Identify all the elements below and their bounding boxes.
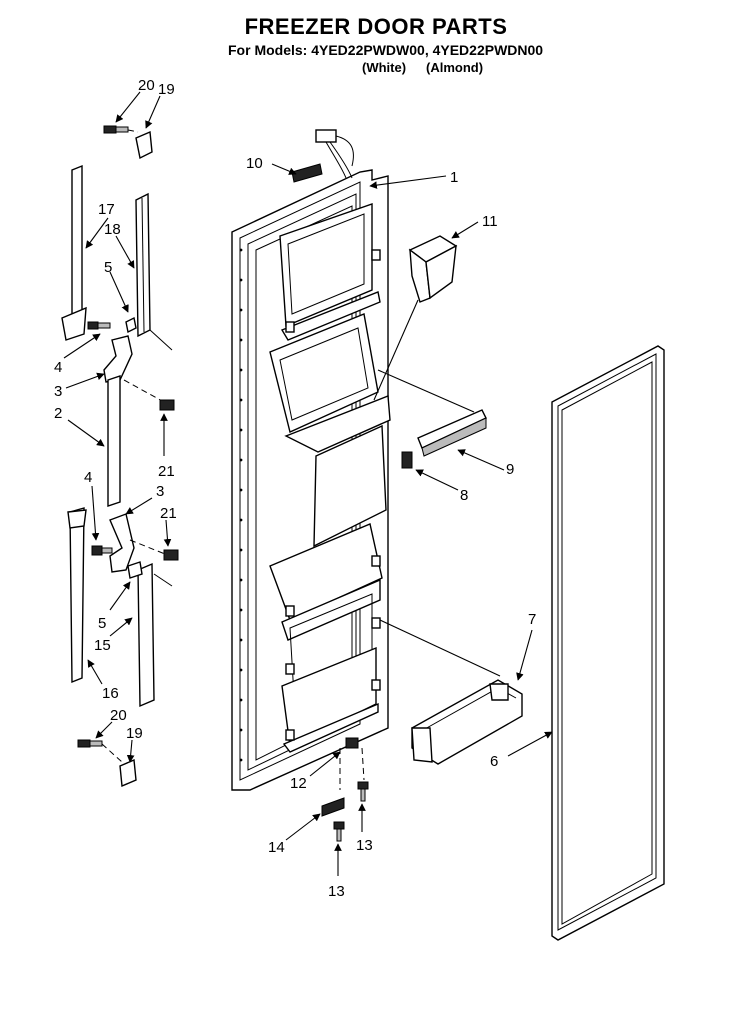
part-10-label-sticker — [291, 163, 323, 183]
callout-3-upper: 3 — [54, 383, 62, 400]
callout-6: 6 — [490, 753, 498, 770]
variant-white: (White) — [362, 60, 407, 75]
callout-8: 8 — [460, 487, 468, 504]
callout-11: 11 — [482, 213, 498, 230]
callout-5-lower: 5 — [98, 615, 106, 632]
callout-leaders — [63, 91, 553, 876]
callout-2: 2 — [54, 405, 62, 422]
door-liner — [231, 169, 391, 791]
callout-12: 12 — [290, 775, 307, 792]
part-7-door-bin — [379, 619, 523, 765]
callout-17: 17 — [98, 201, 115, 218]
callout-19-bottom: 19 — [126, 725, 143, 742]
screw-13-upper — [357, 781, 369, 802]
callout-10: 10 — [246, 155, 263, 172]
part-8-clip — [401, 451, 413, 469]
part-11-dispenser-chute — [373, 235, 458, 401]
part-6-door-gasket — [551, 345, 665, 941]
callout-13-lower: 13 — [328, 883, 345, 900]
callout-7: 7 — [528, 611, 536, 628]
callout-3-lower: 3 — [156, 483, 164, 500]
callout-5-upper: 5 — [104, 259, 112, 276]
models-line: For Models: 4YED22PWDW00, 4YED22PWDN00 — [228, 42, 544, 58]
part-9-trim-strip — [377, 369, 487, 457]
callout-4-upper: 4 — [54, 359, 62, 376]
callout-4-lower: 4 — [84, 469, 92, 486]
callout-19-top: 19 — [158, 81, 175, 98]
callout-14: 14 — [268, 839, 285, 856]
door-edge-holes — [239, 248, 243, 762]
callout-18: 18 — [104, 221, 121, 238]
wire-harness — [315, 129, 354, 179]
callout-9: 9 — [506, 461, 514, 478]
callout-labels: 20 19 17 18 5 4 3 2 21 4 3 21 5 15 16 20… — [54, 77, 536, 900]
callout-20-top: 20 — [138, 77, 155, 94]
page-title: FREEZER DOOR PARTS — [244, 14, 508, 39]
variant-almond: (Almond) — [426, 60, 484, 75]
callout-21-upper: 21 — [158, 463, 175, 480]
callout-16: 16 — [102, 685, 119, 702]
callout-21-lower: 21 — [160, 505, 177, 522]
bottom-hinge-hardware — [321, 737, 369, 842]
screw-13-lower — [333, 821, 345, 842]
callout-20-bottom: 20 — [110, 707, 127, 724]
callout-13-upper: 13 — [356, 837, 373, 854]
left-hinge-assembly — [61, 125, 179, 788]
callout-1: 1 — [450, 169, 458, 186]
callout-15: 15 — [94, 637, 111, 654]
